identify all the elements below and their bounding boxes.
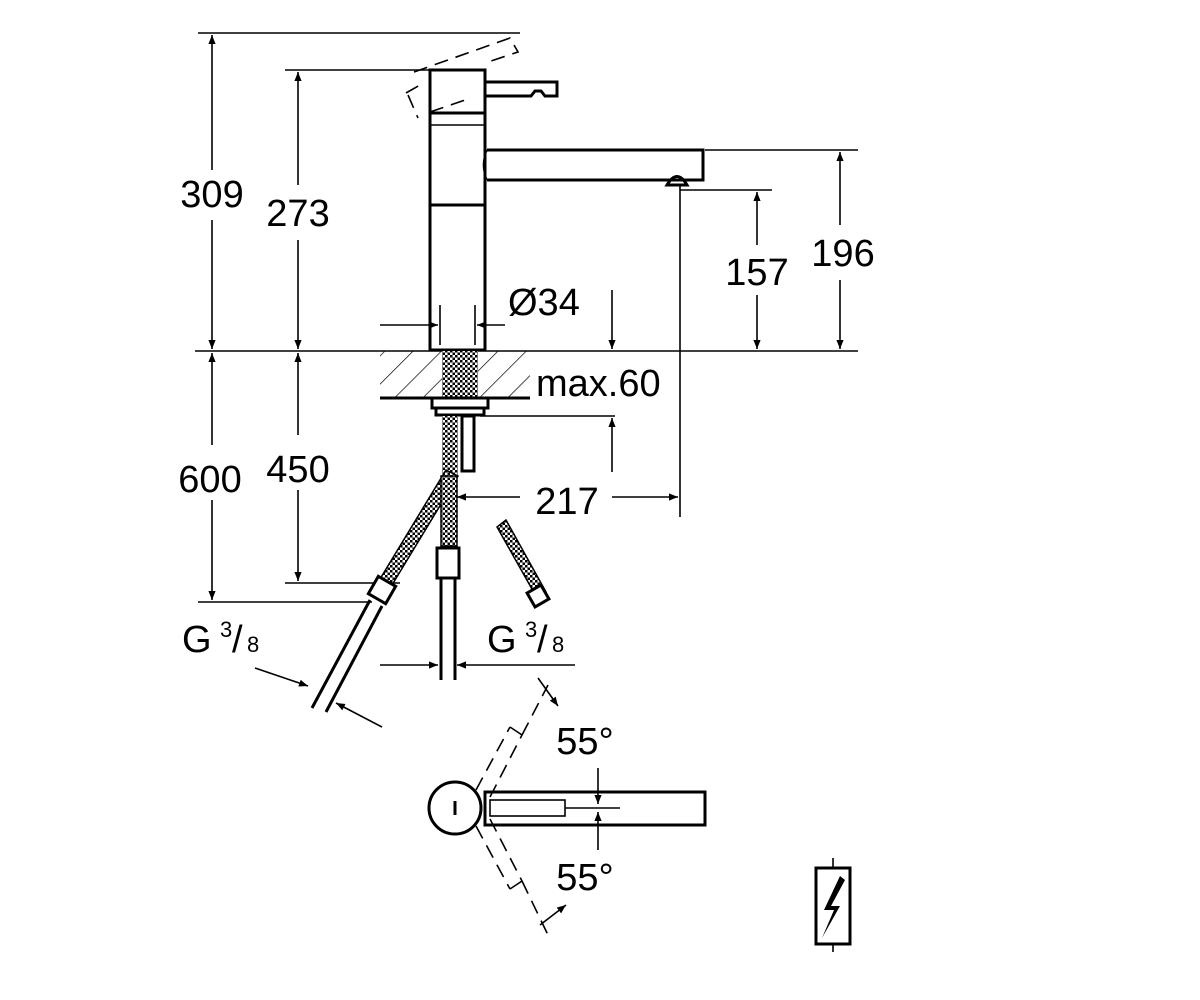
thread-num: 3: [525, 617, 537, 642]
low-pressure-lightning-icon: [814, 858, 852, 952]
thread-den: 8: [247, 632, 259, 657]
dim-273: 273: [266, 193, 329, 235]
faucet-body: [405, 37, 705, 352]
thread-prefix: G: [487, 619, 517, 661]
thread-label-center: G 3 / 8: [487, 617, 564, 661]
dim-600: 600: [178, 459, 241, 501]
dim-diameter-34: Ø34: [508, 282, 580, 324]
dimension-lines: [208, 35, 844, 728]
thread-num: 3: [220, 617, 232, 642]
dim-196: 196: [811, 233, 874, 275]
dim-157: 157: [725, 252, 788, 294]
angle-55-bottom: 55°: [556, 857, 613, 899]
dim-450: 450: [266, 449, 329, 491]
thread-prefix: G: [182, 619, 212, 661]
thread-den: 8: [552, 632, 564, 657]
countertop-section: [380, 351, 530, 417]
angle-55-top: 55°: [556, 721, 613, 763]
thread-slash: /: [537, 619, 548, 661]
thread-label-left: G 3 / 8: [182, 617, 259, 661]
thread-slash: /: [232, 619, 243, 661]
dim-217: 217: [535, 481, 598, 523]
supply-hoses: [310, 414, 551, 713]
top-view: [427, 677, 707, 936]
dim-309: 309: [180, 174, 243, 216]
dim-max-60: max.60: [536, 363, 661, 405]
